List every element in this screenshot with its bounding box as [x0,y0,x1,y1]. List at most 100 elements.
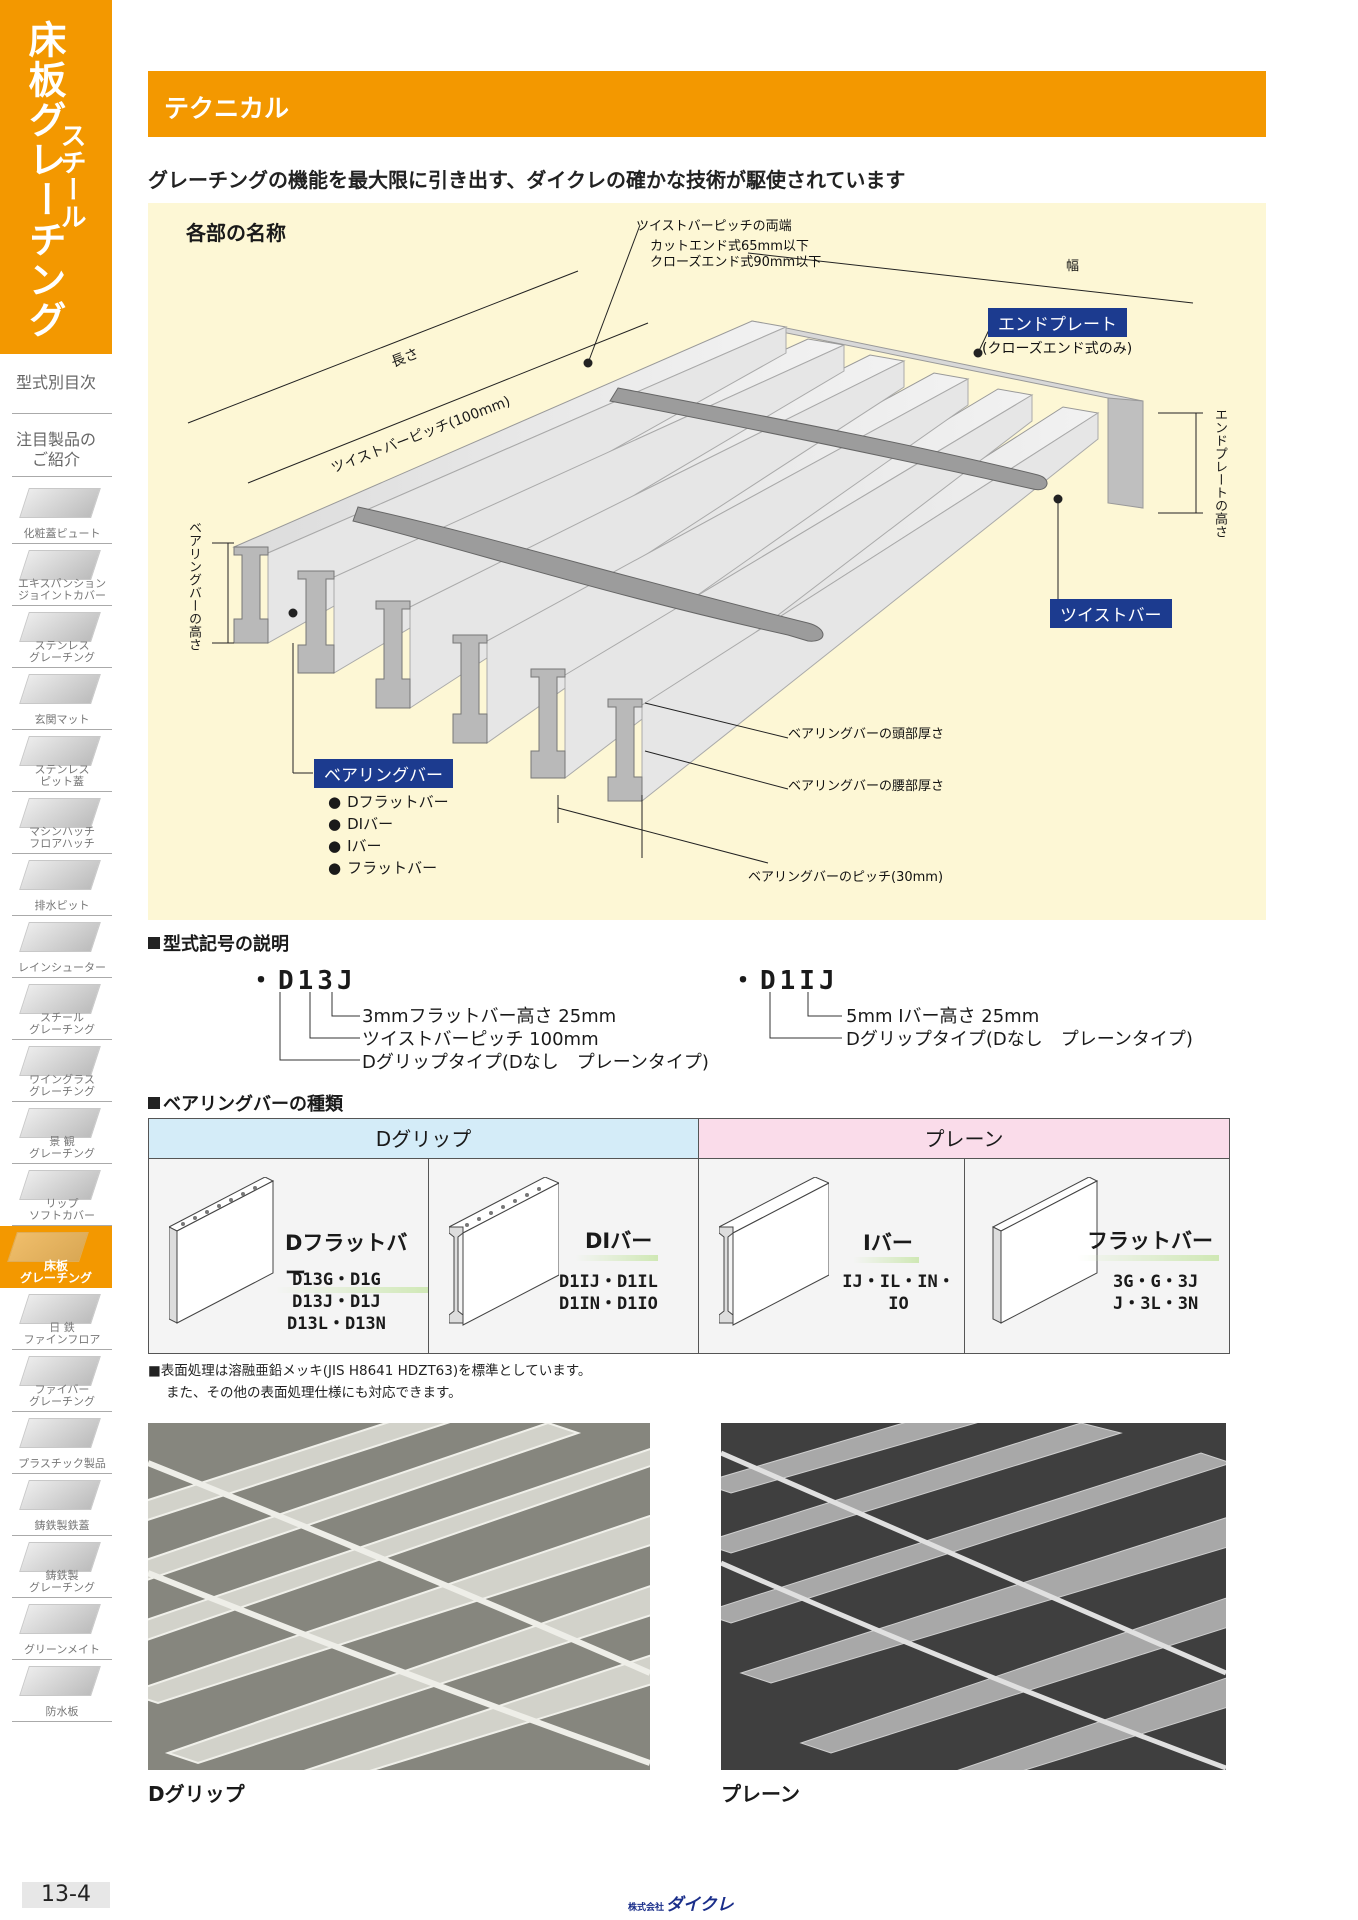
product-thumbnail [19,1480,101,1510]
plain-grating-photo [721,1423,1226,1770]
bar-name: フラットバー [1077,1225,1219,1261]
product-thumbnail [19,984,101,1014]
product-thumbnail [19,1418,101,1448]
sidebar-item[interactable]: レインシューター [12,916,112,978]
sidebar-item-label: レインシューター [18,961,106,974]
sidebar-item[interactable]: 防水板 [12,1660,112,1722]
section-tab: 床板グレーチング スチール [0,0,112,354]
flat-bar-illustration [991,1177,1099,1324]
photo-caption-plain: プレーン [721,1782,800,1806]
sidebar-item-label: グリーンメイト [23,1643,101,1656]
bearing-type-item: Iバー [328,835,449,857]
product-thumbnail [19,488,101,518]
product-thumbnail [19,922,101,952]
product-thumbnail [19,1046,101,1076]
sidebar-item[interactable]: グリーンメイト [12,1598,112,1660]
sidebar-item-label: エキスパンション ジョイントカバー [17,577,107,602]
group-d-grip: Dグリップ [149,1119,699,1159]
product-thumbnail [19,1170,101,1200]
category-nav: 化粧蓋ピュートエキスパンション ジョイントカバーステンレス グレーチング玄関マッ… [0,482,112,1722]
bearing-types-heading: ベアリングバーの種類 [148,1090,343,1116]
sidebar-item-label: 床板 グレーチング [19,1259,92,1285]
bar-name: Iバー [853,1227,919,1263]
sidebar-item-label: 鋳鉄製鉄蓋 [34,1519,90,1532]
diagram-title: 各部の名称 [186,221,286,245]
grating-illustration [187,224,1203,864]
sidebar-item[interactable]: 化粧蓋ピュート [12,482,112,544]
sidebar-item[interactable]: ファイバー グレーチング [12,1350,112,1412]
cell-di-bar: DIバー D1IJ・D1IL D1IN・D1IO [429,1159,699,1353]
section-tab-title: 床板グレーチング [22,20,66,340]
sidebar-item[interactable]: 鋳鉄製鉄蓋 [12,1474,112,1536]
product-thumbnail [19,1604,101,1634]
sidebar-item-label: 玄関マット [34,713,90,726]
bearing-bar-types: Dフラットバー DIバー Iバー フラットバー [328,791,449,879]
section-title: テクニカル [164,94,290,123]
model-code-example-2: ・D1IJ [730,966,839,996]
photo-caption-d-grip: Dグリップ [148,1782,245,1806]
sidebar-item-label: ファイバー グレーチング [29,1383,95,1408]
sidebar-item[interactable]: プラスチック製品 [12,1412,112,1474]
featured-link[interactable]: 注目製品の ご紹介 [15,430,96,469]
bearing-type-item: DIバー [328,813,449,835]
label-width: 幅 [1066,259,1080,274]
sidebar-item[interactable]: リップ ソフトカバー [12,1164,112,1226]
sidebar-item[interactable]: 排水ピット [12,854,112,916]
sidebar-item-label: 防水板 [45,1705,79,1718]
code-explain-1: 3mmフラットバー高さ 25mm ツイストバーピッチ 100mm Dグリップタイ… [362,1006,709,1073]
sidebar-item-label: プラスチック製品 [18,1457,106,1470]
bar-name: Dフラットバー [275,1227,428,1293]
sidebar-item[interactable]: スチール グレーチング [12,978,112,1040]
label-bearing-pitch: ベアリングバーのピッチ(30mm) [748,870,944,885]
sidebar-item-label: ワイングラス グレーチング [29,1073,95,1098]
product-thumbnail [19,1666,101,1696]
product-thumbnail [19,1294,101,1324]
sidebar-item-label: マシンハッチ フロアハッチ [29,825,95,850]
product-thumbnail [19,1356,101,1386]
sidebar-item[interactable]: 日 鉄 ファインフロア [12,1288,112,1350]
code-explain-2: 5mm Iバー高さ 25mm Dグリップタイプ(Dなし プレーンタイプ) [846,1006,1193,1050]
tag-bearing-bar: ベアリングバー [314,759,453,788]
label-head-thickness: ベアリングバーの頭部厚さ [788,727,945,742]
sidebar-item-label: ステンレス グレーチング [29,639,95,664]
bearing-type-item: Dフラットバー [328,791,449,813]
label-end-plate-note: (クローズエンド式のみ) [982,341,1133,357]
tag-end-plate: エンドプレート [988,308,1127,337]
product-thumbnail [19,1542,101,1572]
section-tab-subtitle: スチール [56,122,86,230]
bar-models: IJ・IL・IN・IO [842,1272,955,1314]
sidebar-item[interactable]: ワイングラス グレーチング [12,1040,112,1102]
sidebar-item[interactable]: 床板 グレーチング [0,1226,112,1288]
section-header: テクニカル [148,71,1266,137]
sidebar-item-label: 排水ピット [34,899,90,912]
di-bar-illustration [449,1177,559,1326]
sidebar-item[interactable]: 鋳鉄製 グレーチング [12,1536,112,1598]
sidebar-item[interactable]: 景 観 グレーチング [12,1102,112,1164]
sidebar-item-label: スチール グレーチング [29,1011,95,1036]
label-waist-thickness: ベアリングバーの腰部厚さ [788,779,945,794]
sidebar-item[interactable]: マシンハッチ フロアハッチ [12,792,112,854]
bar-models: D13G・D1G D13J・D1J D13L・D13N [287,1270,386,1334]
sidebar-item[interactable]: ステンレス グレーチング [12,606,112,668]
i-bar-illustration [719,1177,829,1326]
company-logo: 株式会社ダイクレ [628,1895,734,1915]
product-thumbnail [19,736,101,766]
sidebar-item-label: 日 鉄 ファインフロア [23,1321,101,1346]
d-flat-bar-illustration [169,1177,275,1324]
index-link[interactable]: 型式別目次 [15,373,96,392]
bar-models: D1IJ・D1IL D1IN・D1IO [559,1272,658,1314]
product-thumbnail [19,1108,101,1138]
bar-models: 3G・G・3J J・3L・3N [1113,1272,1199,1314]
cell-flat-bar: フラットバー 3G・G・3J J・3L・3N [965,1159,1229,1353]
sidebar-item[interactable]: ステンレス ピット蓋 [12,730,112,792]
sidebar-item[interactable]: 玄関マット [12,668,112,730]
bearing-bar-table: Dグリップ プレーン Dフラットバー D13G・D1G D13J・D1J D13… [148,1118,1230,1354]
sidebar-item-label: 鋳鉄製 グレーチング [29,1569,95,1594]
lead-text: グレーチングの機能を最大限に引き出す、ダイクレの確かな技術が駆使されています [148,168,906,192]
product-thumbnail [19,550,101,580]
sidebar-item[interactable]: エキスパンション ジョイントカバー [12,544,112,606]
divider [12,413,112,414]
bar-name: DIバー [574,1225,659,1261]
group-plain: プレーン [699,1119,1229,1159]
cell-d-flat-bar: Dフラットバー D13G・D1G D13J・D1J D13L・D13N [149,1159,429,1353]
